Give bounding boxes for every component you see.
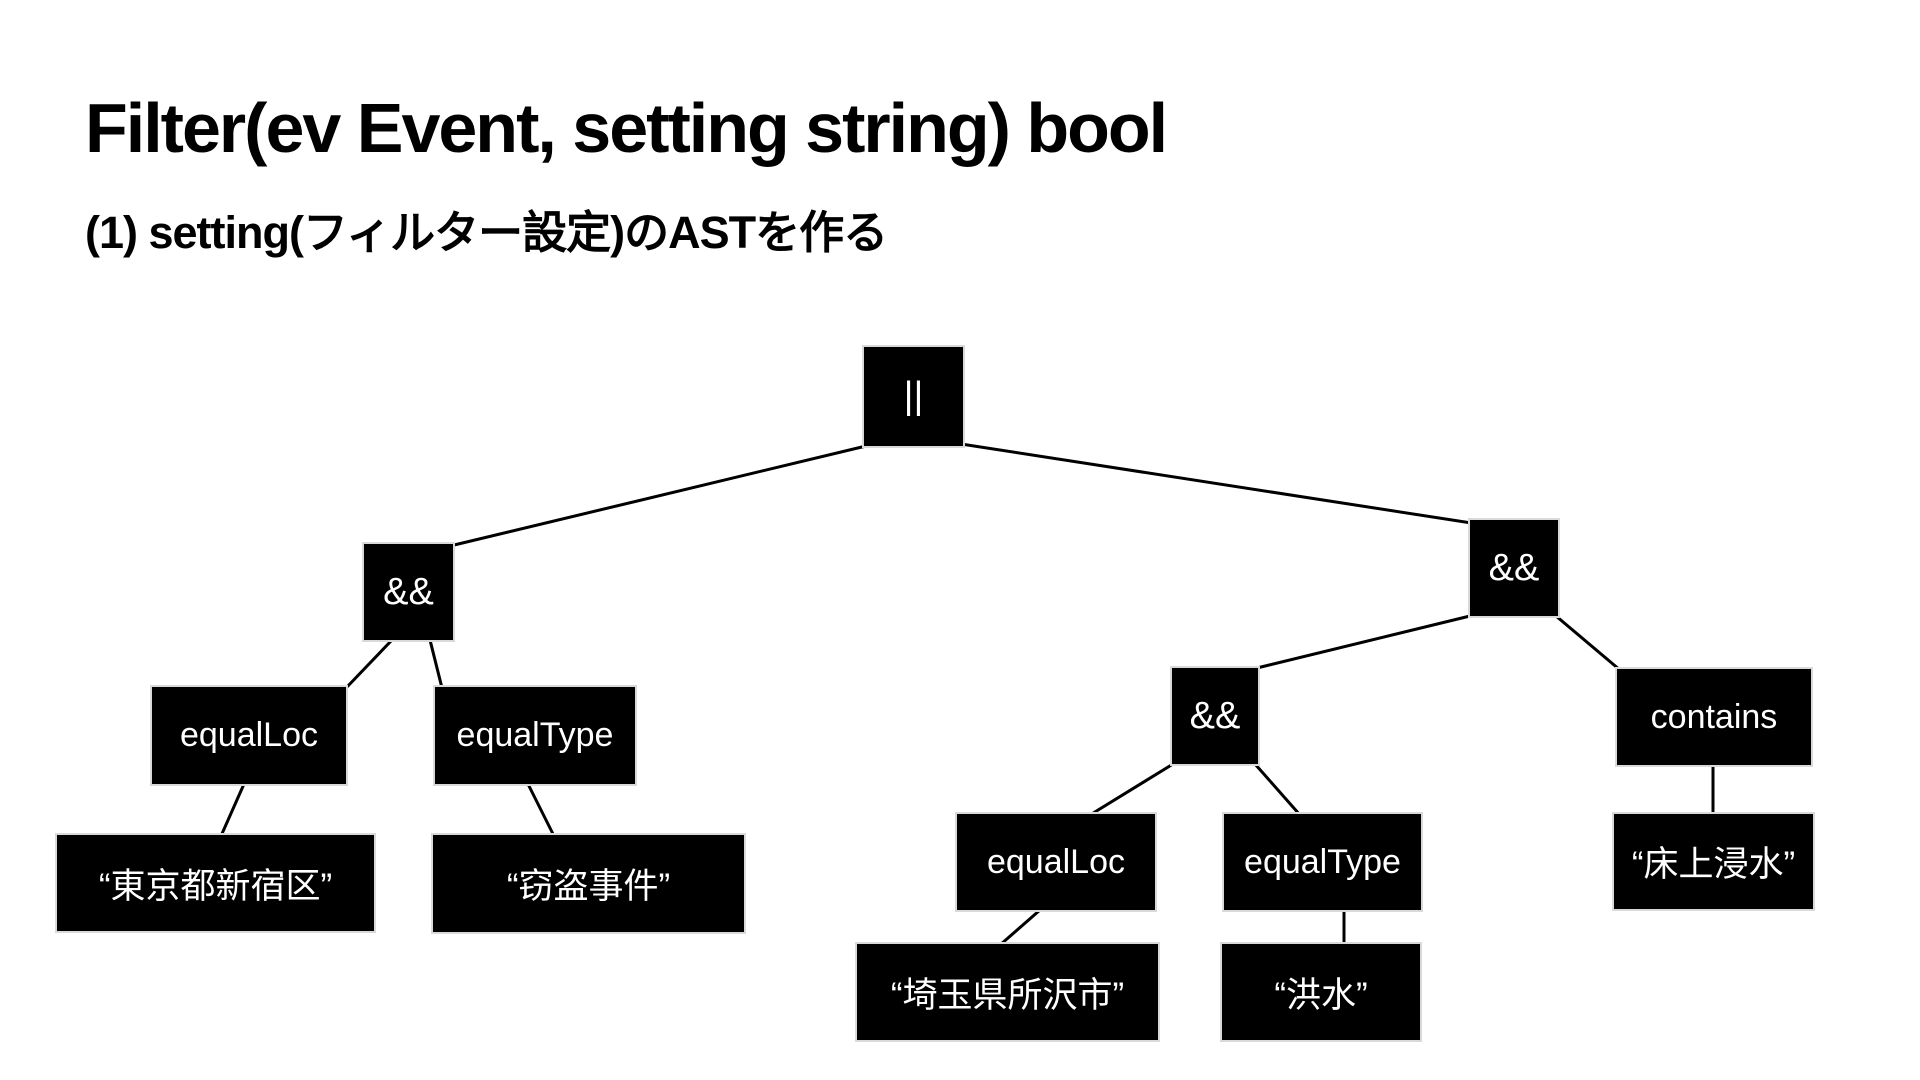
tree-node-and-left: && [362,542,455,642]
page-subtitle: (1) setting(フィルター設定)のASTを作る [85,207,888,258]
tree-edge [999,908,1041,947]
tree-edge [526,783,556,837]
tree-leaf-theft-incident: “窃盗事件” [431,833,746,934]
tree-node-and-right: && [1468,518,1560,618]
tree-edge [219,783,246,837]
tree-leaf-flood: “洪水” [1220,942,1422,1042]
page-title: Filter(ev Event, setting string) bool [85,89,1168,167]
tree-node-contains: contains [1615,667,1813,767]
tree-node-and-middle: && [1170,666,1260,766]
tree-node-equaltype-right: equalType [1222,812,1423,912]
tree-node-equaltype-left: equalType [433,685,637,786]
tree-leaf-tokyo-shinjuku: “東京都新宿区” [55,833,376,933]
tree-edge [960,442,1479,526]
tree-node-equalloc-right: equalLoc [955,812,1157,912]
tree-leaf-saitama-tokorozawa: “埼玉県所沢市” [855,942,1160,1042]
tree-edge [344,638,394,690]
tree-edge [428,639,444,689]
tree-edge [1256,614,1471,670]
tree-edge [1089,762,1174,817]
tree-node-equalloc-left: equalLoc [150,685,348,786]
tree-edge [1253,763,1302,816]
tree-edge [449,444,867,548]
tree-edge [1555,614,1621,672]
tree-leaf-above-floor-inundation: “床上浸水” [1612,812,1815,911]
tree-node-or-root: || [862,345,965,448]
